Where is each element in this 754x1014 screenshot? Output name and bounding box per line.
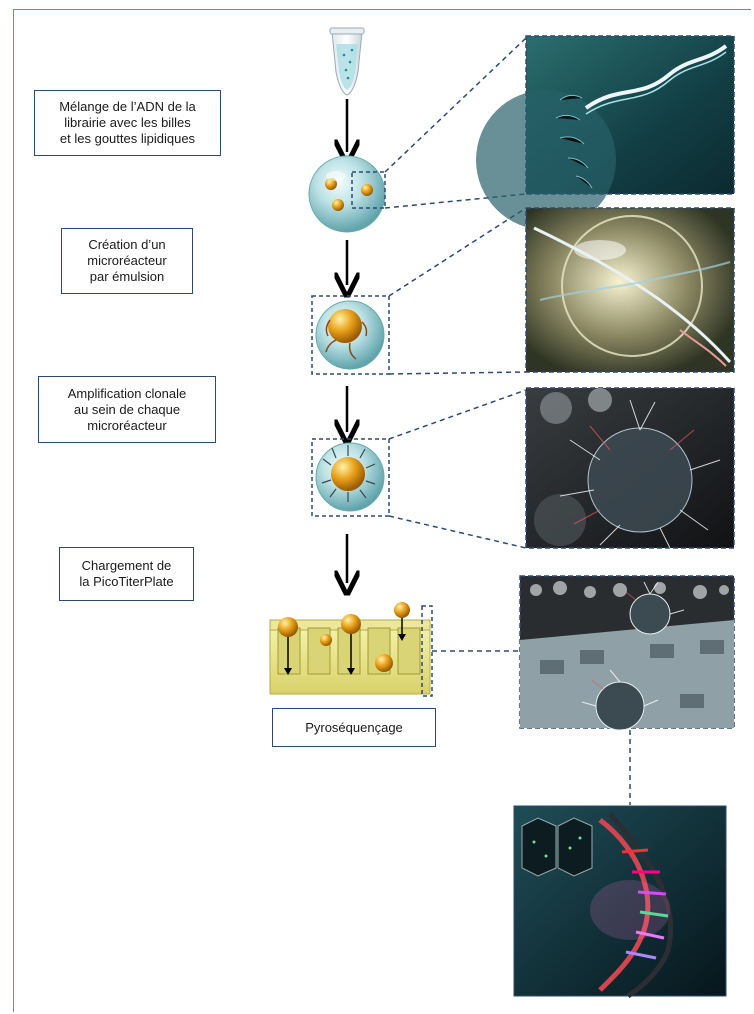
step-amplification-label: Amplification clonale au sein de chaque …	[38, 376, 216, 443]
micrograph-dna-bead	[476, 35, 735, 230]
step-emulsion-text: Création d’un microréacteur par émulsion	[87, 237, 167, 284]
amplified-microreactor-icon	[315, 442, 385, 512]
micrograph-pyrosequencing	[513, 805, 727, 999]
zoom-box-4	[421, 605, 433, 697]
figure-frame	[13, 9, 751, 1012]
zoom-box-3	[311, 438, 390, 517]
step-pyro-label: Pyroséquençage	[272, 708, 436, 747]
microreactor-icon	[315, 300, 385, 370]
step-amplification-text: Amplification clonale au sein de chaque …	[67, 385, 187, 433]
micrograph-bubble	[525, 207, 735, 373]
zoom-box-2	[311, 295, 390, 375]
droplet-with-beads-icon	[308, 155, 386, 233]
zoom-box-1	[351, 171, 386, 209]
step-mixing-label: Mélange de l’ADN de la librairie avec le…	[34, 90, 221, 156]
step-pyro-text: Pyroséquençage	[305, 719, 403, 735]
step-loading-text: Chargement de la PicoTiterPlate	[79, 558, 174, 589]
micrograph-picotiterplate	[519, 575, 735, 731]
step-emulsion-label: Création d’un microréacteur par émulsion	[61, 228, 193, 294]
step-loading-label: Chargement de la PicoTiterPlate	[59, 547, 194, 601]
micrograph-amplified-beads	[525, 387, 735, 549]
sample-tube-icon	[329, 27, 365, 96]
step-mixing-text: Mélange de l’ADN de la librairie avec le…	[59, 99, 196, 146]
zoom-connectors	[384, 37, 631, 805]
picotiterplate-icon	[269, 602, 431, 695]
